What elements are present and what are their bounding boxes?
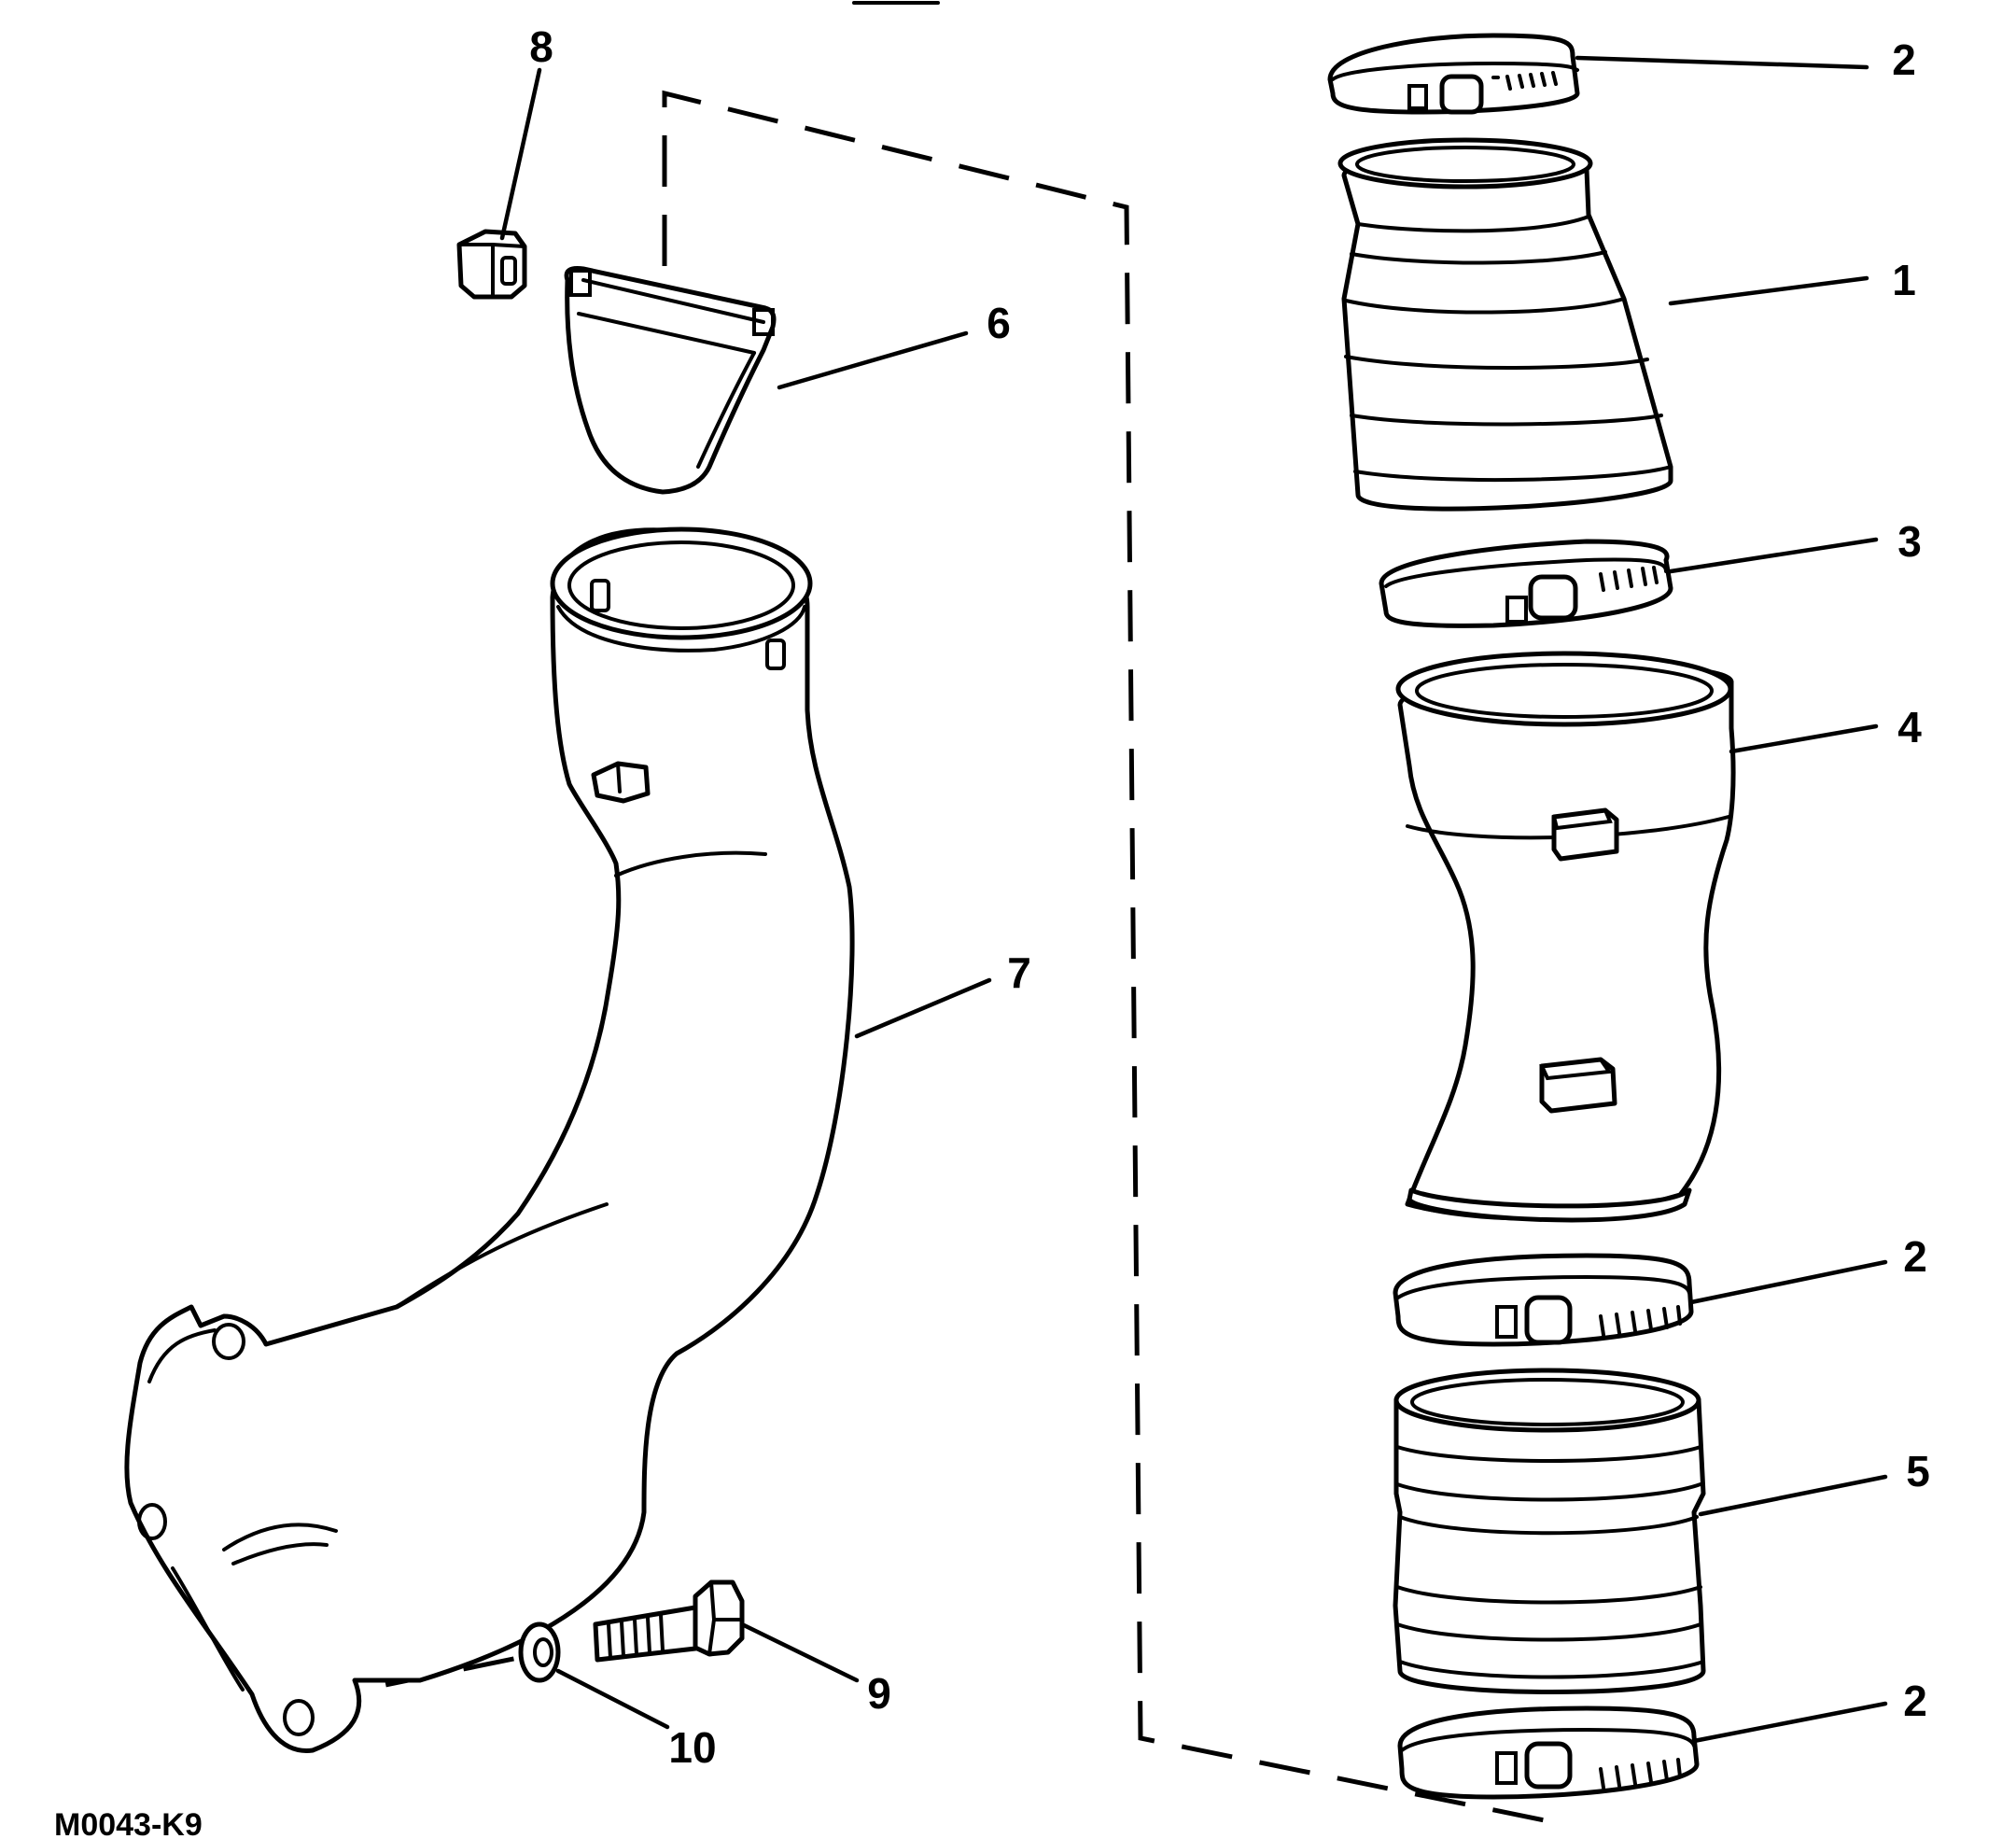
figure-id: M0043-K9 — [54, 1807, 203, 1839]
part-9-bolt — [593, 1579, 745, 1663]
callout-2-bottom: 2 — [1903, 1677, 1927, 1725]
part-10-washer — [518, 1621, 561, 1683]
part-6-cap — [564, 266, 777, 495]
callout-2-top: 2 — [1892, 35, 1916, 84]
leader-9 — [739, 1621, 860, 1683]
leader-2-bottom — [1691, 1701, 1888, 1744]
callout-8: 8 — [529, 22, 553, 71]
leader-2-top — [1575, 55, 1869, 70]
leader-4 — [1729, 723, 1879, 754]
callout-7: 7 — [1007, 948, 1031, 997]
leader-5 — [1698, 1474, 1888, 1517]
leader-2-middle — [1688, 1259, 1888, 1305]
part-3-clamp — [1379, 539, 1673, 628]
leader-6 — [777, 330, 969, 390]
callout-6: 6 — [987, 299, 1011, 347]
part-1-reducer-coupler — [1337, 137, 1673, 512]
leader-8 — [499, 67, 542, 241]
leader-7 — [854, 977, 992, 1039]
callout-3: 3 — [1897, 517, 1922, 566]
part-2-clamp-top — [1327, 33, 1580, 115]
callout-9: 9 — [867, 1669, 891, 1718]
callout-2-middle: 2 — [1903, 1232, 1927, 1281]
part-7-elbow-pipe — [124, 526, 855, 1753]
callout-1: 1 — [1892, 256, 1916, 304]
leader-1 — [1668, 275, 1869, 306]
part-5-straight-coupler — [1393, 1368, 1706, 1694]
callout-10: 10 — [668, 1723, 716, 1772]
leader-3 — [1668, 537, 1879, 574]
part-2-clamp-middle — [1393, 1253, 1694, 1347]
callout-5: 5 — [1906, 1447, 1930, 1495]
leader-10 — [555, 1668, 670, 1730]
part-4-offset-coupler — [1395, 651, 1736, 1223]
part-2-clamp-bottom — [1397, 1706, 1700, 1800]
callout-4: 4 — [1897, 703, 1922, 751]
part-8-clip — [456, 229, 527, 300]
